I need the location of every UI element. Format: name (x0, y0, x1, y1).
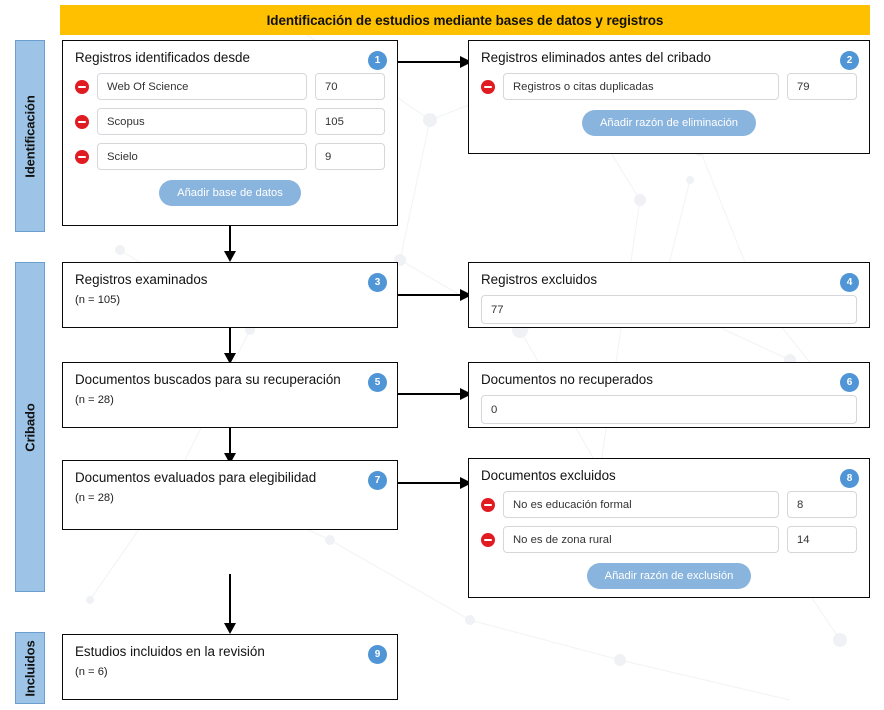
box-count-label: (n = 105) (75, 294, 121, 307)
source-row: Web Of Science 70 (75, 73, 385, 101)
badge-number: 6 (840, 373, 859, 392)
value-row: 77 (481, 295, 857, 325)
badge-number: 7 (368, 471, 387, 490)
source-count-input[interactable]: 9 (315, 143, 385, 171)
box-title: Documentos no recuperados (481, 372, 653, 387)
box-title: Documentos buscados para su recuperación (75, 372, 341, 387)
badge-number: 2 (840, 51, 859, 70)
box-title: Documentos excluidos (481, 468, 616, 483)
reason-count-input[interactable]: 79 (787, 73, 857, 101)
box-count-label: (n = 28) (75, 394, 114, 407)
minus-circle-icon[interactable] (75, 79, 89, 94)
excluded-count-input[interactable]: 77 (481, 295, 857, 325)
arrow-screened-to-records-excluded (396, 289, 472, 301)
reason-count-input[interactable]: 8 (787, 491, 857, 519)
stage-tab-incluidos: Incluidos (15, 632, 45, 704)
arrow-sought-to-not-retrieved (396, 388, 472, 400)
box-reports-sought-for-retrieval: 5 Documentos buscados para su recuperaci… (62, 362, 398, 428)
button-row: Añadir base de datos (75, 180, 385, 207)
not-retrieved-count-input[interactable]: 0 (481, 395, 857, 425)
stage-tab-label: Incluidos (22, 639, 38, 697)
box-title: Registros identificados desde (75, 50, 250, 65)
stage-tab-label: Identificación (22, 94, 38, 178)
box-records-excluded: 4 Registros excluidos 77 (468, 262, 870, 328)
box-records-identified: 1 Registros identificados desde Web Of S… (62, 40, 398, 226)
badge-number: 4 (840, 273, 859, 292)
box-count-label: (n = 28) (75, 492, 114, 505)
arrow-identified-to-removed (396, 56, 472, 68)
source-count-input[interactable]: 105 (315, 108, 385, 136)
box-studies-included-in-review: 9 Estudios incluidos en la revisión (n =… (62, 634, 398, 700)
reason-row: No es de zona rural 14 (481, 526, 857, 554)
box-title: Registros examinados (75, 272, 208, 287)
source-count-input[interactable]: 70 (315, 73, 385, 101)
header-banner: Identificación de estudios mediante base… (60, 5, 870, 35)
reason-row: No es educación formal 8 (481, 491, 857, 519)
box-reports-not-retrieved: 6 Documentos no recuperados 0 (468, 362, 870, 428)
badge-number: 5 (368, 373, 387, 392)
box-reports-assessed-for-eligibility: 7 Documentos evaluados para elegibilidad… (62, 460, 398, 530)
source-name-input[interactable]: Scielo (97, 143, 307, 171)
button-row: Añadir razón de exclusión (481, 563, 857, 590)
arrow-identified-to-screened (224, 222, 236, 262)
stage-tab-label: Cribado (22, 402, 38, 452)
reason-count-input[interactable]: 14 (787, 526, 857, 554)
reason-row: Registros o citas duplicadas 79 (481, 73, 857, 101)
reason-name-input[interactable]: Registros o citas duplicadas (503, 73, 779, 101)
badge-number: 3 (368, 273, 387, 292)
page-title: Identificación de estudios mediante base… (266, 12, 664, 28)
source-row: Scopus 105 (75, 108, 385, 136)
box-count-label: (n = 6) (75, 666, 108, 679)
box-records-screened: 3 Registros examinados (n = 105) (62, 262, 398, 328)
minus-circle-icon[interactable] (75, 149, 89, 164)
source-name-input[interactable]: Web Of Science (97, 73, 307, 101)
add-database-button[interactable]: Añadir base de datos (159, 180, 301, 207)
box-title: Registros eliminados antes del cribado (481, 50, 711, 65)
source-row: Scielo 9 (75, 143, 385, 171)
box-records-removed-before-screening: 2 Registros eliminados antes del cribado… (468, 40, 870, 154)
stage-tab-identificacion: Identificación (15, 40, 45, 232)
badge-number: 9 (368, 645, 387, 664)
reason-name-input[interactable]: No es de zona rural (503, 526, 779, 554)
box-title: Registros excluidos (481, 272, 598, 287)
stage-tab-cribado: Cribado (15, 262, 45, 592)
minus-circle-icon[interactable] (481, 532, 495, 547)
arrow-screened-to-sought (224, 328, 236, 364)
box-reports-excluded: 8 Documentos excluidos No es educación f… (468, 458, 870, 598)
minus-circle-icon[interactable] (481, 79, 495, 94)
box-title: Estudios incluidos en la revisión (75, 644, 265, 659)
reason-name-input[interactable]: No es educación formal (503, 491, 779, 519)
arrow-assessed-to-docs-excluded (396, 477, 472, 489)
value-row: 0 (481, 395, 857, 425)
box-title: Documentos evaluados para elegibilidad (75, 470, 317, 485)
badge-number: 8 (840, 469, 859, 488)
button-row: Añadir razón de eliminación (481, 110, 857, 137)
arrow-assessed-to-included (224, 574, 236, 634)
add-exclusion-reason-button[interactable]: Añadir razón de exclusión (586, 563, 752, 590)
minus-circle-icon[interactable] (75, 114, 89, 129)
add-removal-reason-button[interactable]: Añadir razón de eliminación (581, 110, 757, 137)
badge-number: 1 (368, 51, 387, 70)
minus-circle-icon[interactable] (481, 497, 495, 512)
source-name-input[interactable]: Scopus (97, 108, 307, 136)
